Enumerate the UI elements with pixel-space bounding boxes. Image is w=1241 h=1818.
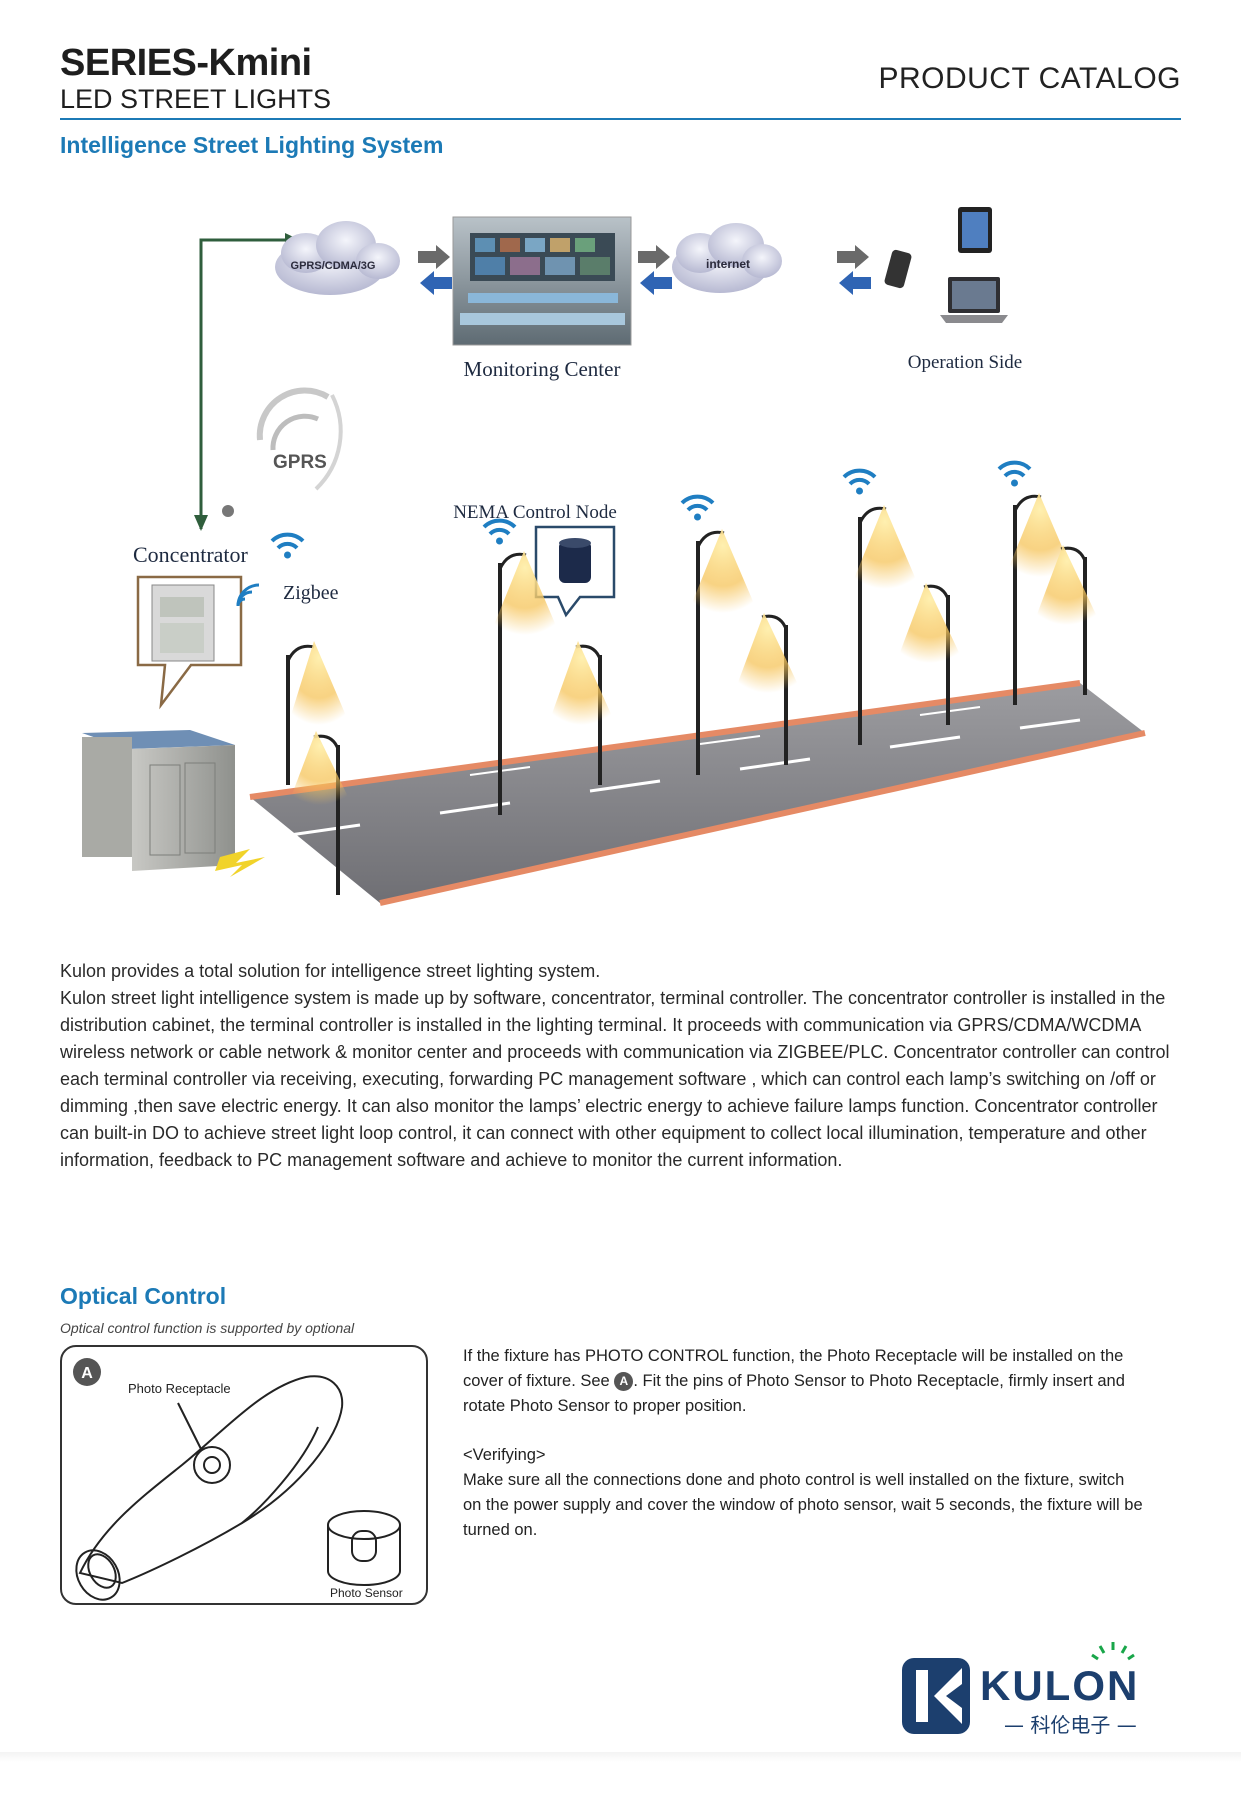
header-rule: [60, 118, 1181, 120]
arrows-pair-3: [837, 245, 871, 295]
concentrator-image: [136, 575, 243, 710]
kulon-logo: KULON — 科伦电子 —: [900, 1640, 1190, 1740]
nema-node-image: [534, 525, 616, 618]
intro-paragraph: Kulon provides a total solution for inte…: [60, 958, 1190, 1174]
section-title-optical: Optical Control: [60, 1283, 227, 1309]
logo-brand: KULON: [980, 1662, 1139, 1709]
instruction-text-2: . Fit the pins of Photo Sensor to Photo …: [463, 1372, 1125, 1415]
inline-badge-a: A: [614, 1372, 634, 1392]
cloud2-label: internet: [706, 257, 750, 271]
intro-line-1: Kulon provides a total solution for inte…: [60, 961, 601, 981]
lamp-5: [997, 460, 1101, 705]
lamp-1: [270, 532, 352, 895]
lightning-icon: [215, 849, 265, 877]
photo-sensor-label: Photo Sensor: [330, 1586, 403, 1600]
zigbee-signal-icon: [236, 583, 260, 607]
verifying-label: <Verifying>: [463, 1446, 546, 1464]
road: [249, 680, 1146, 906]
optical-note: Optical control function is supported by…: [60, 1320, 355, 1336]
sun-rays-icon: [1091, 1642, 1135, 1661]
zigbee-label: Zigbee: [283, 582, 339, 604]
distribution-cabinet-image: [82, 730, 235, 871]
photo-sensor-drawing: [327, 1510, 401, 1586]
gprs-signal-icon: [222, 387, 343, 517]
cloud-internet: internet: [672, 223, 782, 293]
catalog-label: PRODUCT CATALOG: [878, 62, 1181, 95]
arrows-pair-1: [418, 245, 452, 295]
nema-label: NEMA Control Node: [453, 502, 617, 523]
arrows-pair-2: [638, 245, 672, 295]
laptop-icon: [940, 277, 1008, 323]
intro-line-2: Kulon street light intelligence system i…: [60, 988, 1170, 1170]
street-lighting-diagram: GPRS/CDMA/3G Monitoring Center internet: [82, 207, 1146, 906]
concentrator-label: Concentrator: [133, 542, 249, 567]
optical-instructions: If the fixture has PHOTO CONTROL functio…: [463, 1344, 1143, 1543]
lamp-3: [680, 494, 802, 775]
figure-badge-circle: [73, 1358, 101, 1386]
footer-shade: [0, 1752, 1241, 1762]
phone-icon: [884, 249, 912, 289]
verifying-text: Make sure all the connections done and p…: [463, 1471, 1143, 1539]
monitoring-center-image: [452, 216, 632, 346]
photo-receptacle-label: Photo Receptacle: [128, 1381, 231, 1396]
cloud1-label: GPRS/CDMA/3G: [291, 260, 376, 272]
lamp-2: [482, 518, 616, 815]
lamp-4: [842, 468, 964, 745]
instruction-paragraph: If the fixture has PHOTO CONTROL functio…: [463, 1344, 1143, 1419]
section-title-intelligence: Intelligence Street Lighting System: [60, 132, 444, 158]
kulon-k-mark: [902, 1658, 970, 1734]
photo-control-figure: A Photo Receptacle Photo Sensor: [60, 1345, 428, 1605]
gprs-label: GPRS: [273, 452, 327, 473]
tablet-icon: [958, 207, 992, 253]
figure-badge: A: [81, 1365, 93, 1382]
operation-side-label: Operation Side: [908, 352, 1023, 373]
instruction-text-1: If the fixture has PHOTO CONTROL functio…: [463, 1347, 1124, 1390]
monitoring-center-label: Monitoring Center: [464, 357, 621, 381]
fixture-drawing: [75, 1375, 344, 1601]
series-subtitle: LED STREET LIGHTS: [60, 84, 332, 114]
cloud-gprs-cdma: GPRS/CDMA/3G: [275, 221, 400, 295]
logo-chinese: — 科伦电子 —: [1004, 1713, 1137, 1737]
series-title: SERIES-Kmini: [60, 42, 312, 84]
